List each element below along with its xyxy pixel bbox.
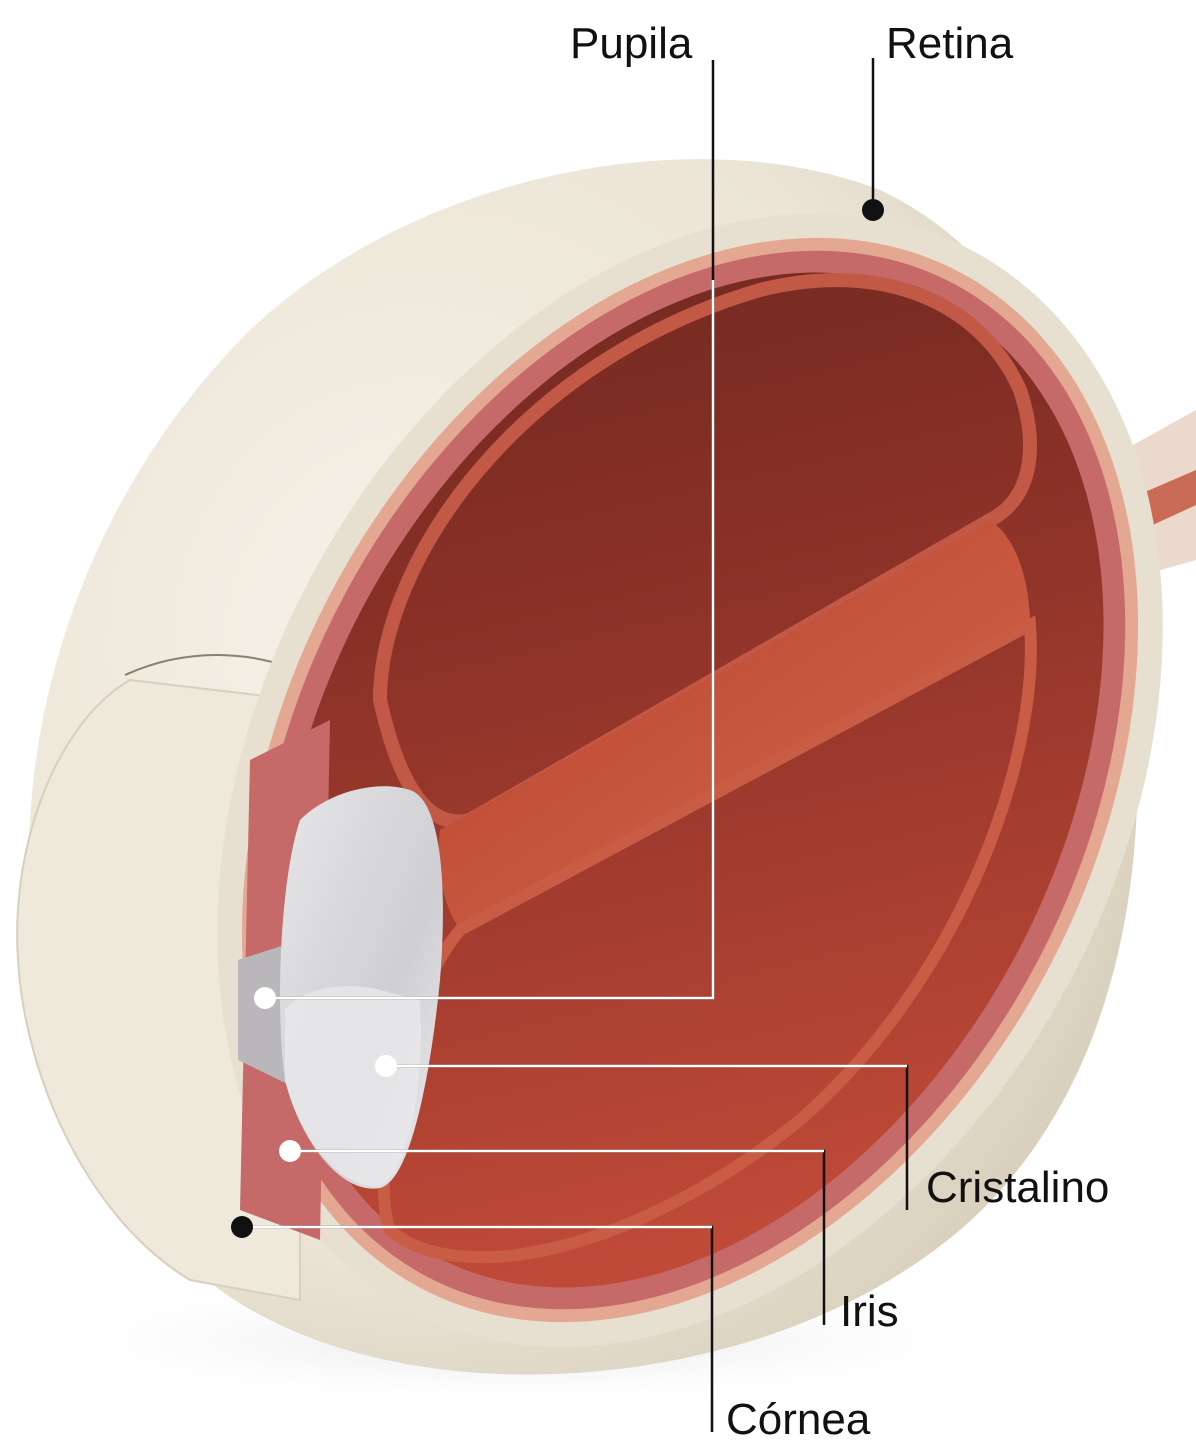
cristalino-marker (375, 1055, 397, 1077)
cornea-label: Córnea (726, 1398, 870, 1442)
retina-marker (862, 199, 884, 221)
cornea-marker (231, 1216, 253, 1238)
cristalino-label: Cristalino (926, 1166, 1109, 1210)
pupila-marker (254, 987, 276, 1009)
iris-marker (279, 1140, 301, 1162)
pupila-label: Pupila (570, 22, 692, 66)
iris-label: Iris (840, 1290, 899, 1334)
retina-label: Retina (886, 22, 1013, 66)
